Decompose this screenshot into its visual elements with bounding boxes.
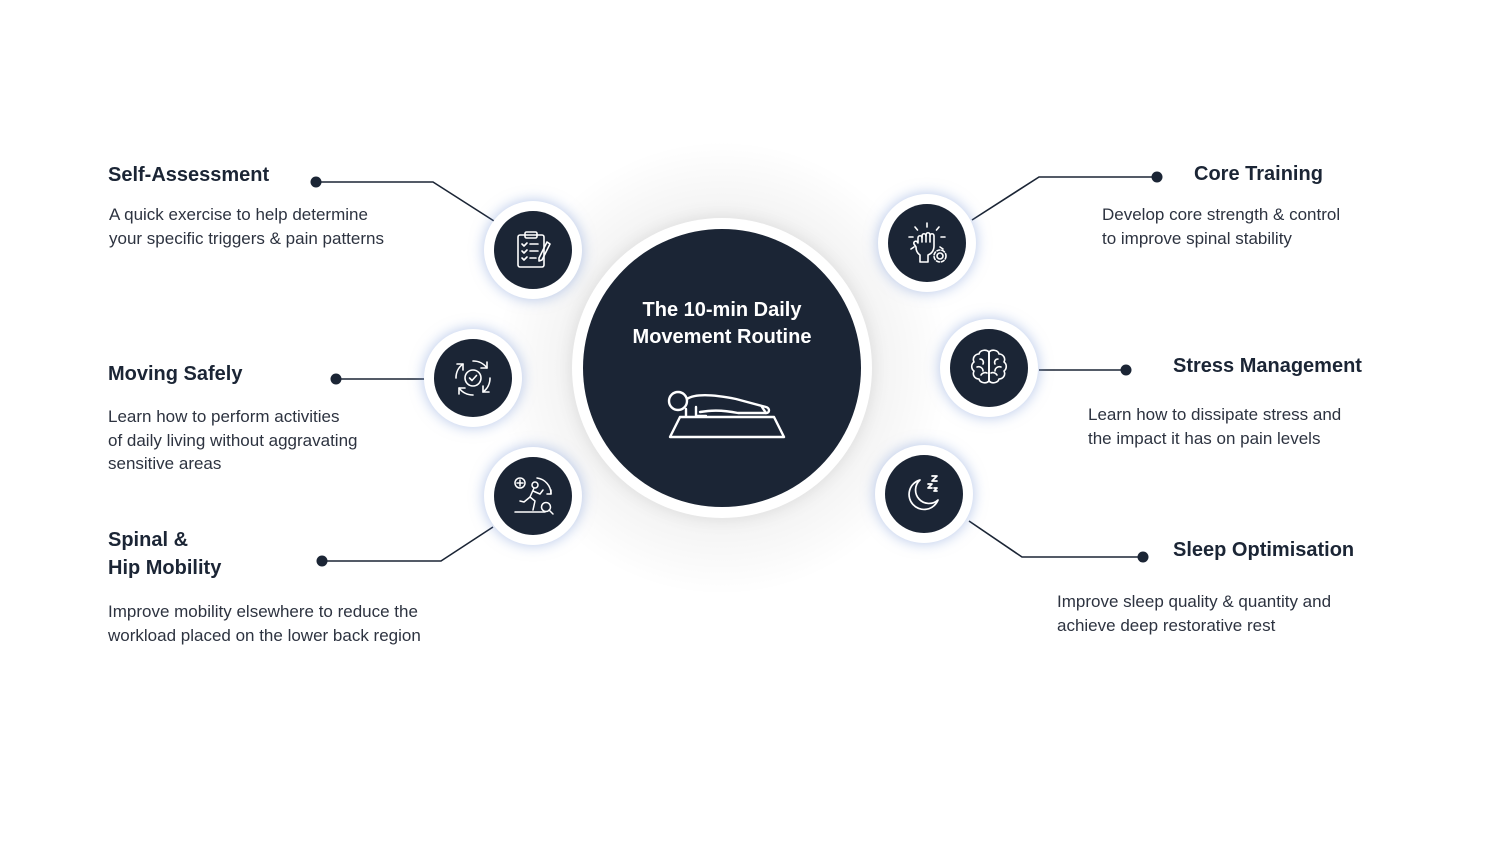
connector-self-assessment — [316, 181, 495, 222]
node-self-assessment — [484, 201, 582, 299]
desc-spinal-hip-mobility: Improve mobility elsewhere to reduce the… — [108, 602, 421, 645]
title-core-training: Core Training — [1194, 163, 1323, 185]
connector-core-training — [971, 176, 1157, 221]
connector-spinal-hip — [322, 526, 494, 562]
node-spinal-hip-mobility — [484, 447, 582, 545]
connector-sleep-optimisation — [968, 520, 1143, 558]
connector-dot — [1120, 364, 1132, 376]
desc-stress-management: Learn how to dissipate stress and the im… — [1088, 405, 1342, 448]
moon-sleep-icon — [908, 475, 939, 511]
title-stress-management: Stress Management — [1173, 355, 1362, 377]
connector-dot — [330, 373, 342, 385]
title-moving-safely: Moving Safely — [108, 363, 243, 385]
desc-moving-safely: Learn how to perform activities of daily… — [108, 407, 358, 473]
title-self-assessment: Self-Assessment — [108, 164, 270, 186]
connector-dot — [1137, 551, 1149, 563]
mobility-runner-icon — [514, 477, 554, 515]
title-sleep-optimisation: Sleep Optimisation — [1173, 539, 1355, 561]
node-core-training — [878, 194, 976, 292]
center-circle: The 10-min Daily Movement Routine — [583, 229, 861, 507]
connector-dot — [310, 176, 322, 188]
cycle-check-icon — [455, 360, 491, 396]
connector-dot — [1151, 171, 1163, 183]
center-title: The 10-min Daily Movement Routine — [632, 299, 812, 348]
desc-sleep-optimisation: Improve sleep quality & quantity and ach… — [1057, 592, 1332, 635]
plank-exercise-icon — [667, 390, 786, 439]
node-sleep-optimisation — [875, 445, 973, 543]
title-spinal-hip-mobility: Spinal & Hip Mobility — [108, 529, 222, 579]
node-moving-safely — [424, 329, 522, 427]
node-stress-management — [940, 319, 1038, 417]
brain-icon — [970, 349, 1008, 384]
desc-core-training: Develop core strength & control to impro… — [1102, 205, 1341, 248]
clipboard-checklist-icon — [517, 231, 551, 268]
fist-gear-icon — [908, 222, 947, 263]
desc-self-assessment: A quick exercise to help determine your … — [109, 205, 384, 248]
connector-dot — [316, 555, 328, 567]
